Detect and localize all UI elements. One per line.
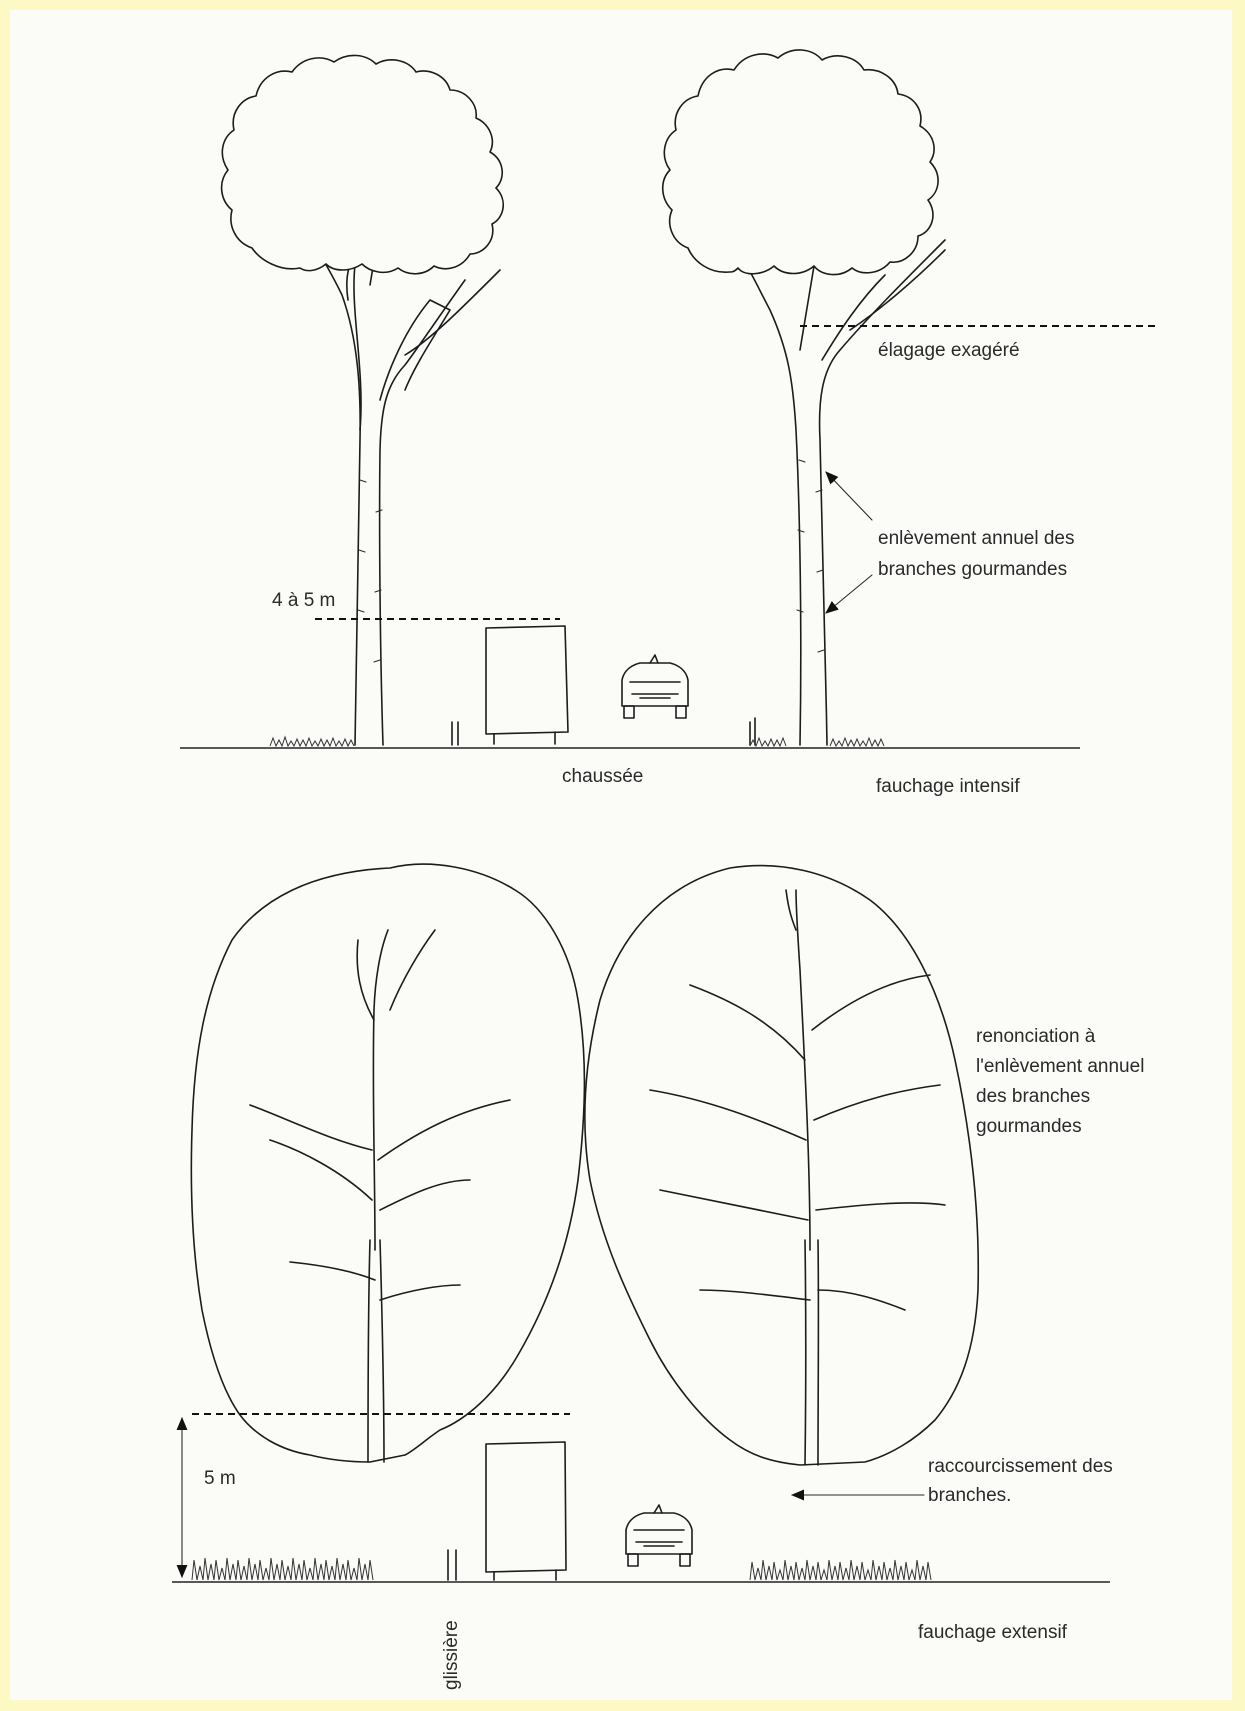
suckers-label-line2: branches gourmandes [878, 559, 1067, 580]
renounce-label-line1: renonciation à [976, 1026, 1096, 1047]
bottom-car [626, 1505, 692, 1566]
suckers-arrow-upper [826, 472, 872, 520]
renounce-label-line4: gourmandes [976, 1116, 1082, 1137]
tree-pruning-diagram: élagage exagéré enlèvement annuel des br… [10, 10, 1232, 1700]
shortening-label-line2: branches. [928, 1485, 1011, 1506]
suckers-label-line1: enlèvement annuel des [878, 528, 1074, 549]
top-car [622, 655, 688, 718]
bottom-truck [486, 1442, 566, 1580]
bottom-right-tree [585, 866, 978, 1465]
drawing-sheet: élagage exagéré enlèvement annuel des br… [10, 10, 1232, 1700]
pruning-label: élagage exagéré [878, 340, 1020, 361]
top-right-tree [663, 50, 945, 745]
top-left-tree [222, 55, 504, 745]
renounce-label-line3: des branches [976, 1086, 1090, 1107]
renounce-label-line2: l'enlèvement annuel [976, 1056, 1144, 1077]
top-mowing-label: fauchage intensif [876, 776, 1020, 797]
bottom-mowing-label: fauchage extensif [918, 1622, 1068, 1643]
top-clearance-label: 4 à 5 m [272, 590, 335, 611]
road-label: chaussée [562, 766, 643, 787]
guardrail-label: glissière [441, 1620, 462, 1690]
suckers-arrow-lower [826, 575, 872, 613]
bottom-left-tree [191, 864, 584, 1462]
top-scene: élagage exagéré enlèvement annuel des br… [180, 50, 1160, 797]
shortening-label-line1: raccourcissement des [928, 1456, 1113, 1477]
bottom-clearance-label: 5 m [204, 1468, 236, 1489]
bottom-scene: 5 m renonciation à l'enlèvement annuel d… [172, 864, 1144, 1690]
top-truck [452, 626, 568, 745]
